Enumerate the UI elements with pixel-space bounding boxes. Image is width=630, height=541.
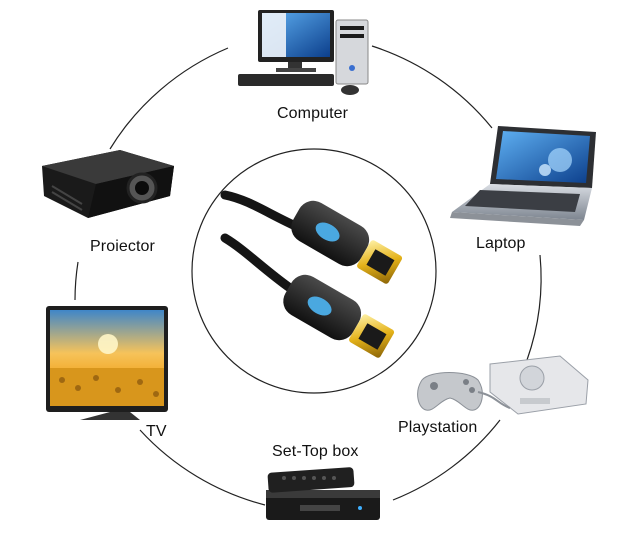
label-playstation: Playstation [398,419,478,436]
label-projector: Proiector [90,238,155,255]
game-console-icon [417,355,589,415]
set-top-box-icon [266,467,380,520]
outer-ring [74,45,542,506]
label-laptop: Laptop [476,235,526,252]
projector-icon [42,150,174,218]
label-computer: Computer [277,105,349,122]
hdmi-cable-icon [191,148,437,394]
laptop-icon [450,126,596,226]
label-settop: Set-Top box [272,443,359,460]
desktop-computer-icon [238,10,369,95]
label-tv: TV [146,423,167,440]
tv-icon [46,306,168,420]
